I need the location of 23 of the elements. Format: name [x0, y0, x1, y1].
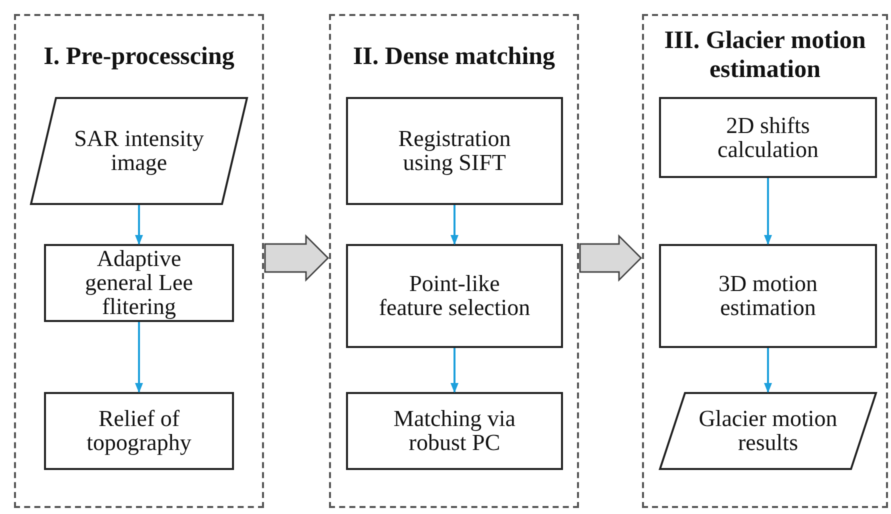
data-parallelogram: SAR intensity image	[30, 97, 248, 205]
process-box: 3D motion estimation	[659, 244, 877, 348]
data-parallelogram: Glacier motion results	[659, 392, 877, 470]
process-box: Registration using SIFT	[346, 97, 563, 205]
dashed-panel	[642, 14, 888, 508]
process-box: 2D shifts calculation	[659, 97, 877, 178]
process-box: Relief of topography	[44, 392, 234, 470]
panel-heading: III. Glacier motion estimation	[663, 26, 867, 84]
block-arrow	[579, 234, 642, 282]
arrow	[764, 348, 772, 393]
process-box: Adaptive general Lee flitering	[44, 244, 234, 322]
process-box: Matching via robust PC	[346, 392, 563, 470]
panel-heading: I. Pre-processcing	[42, 42, 236, 71]
arrow	[135, 322, 143, 393]
dashed-panel	[14, 14, 264, 508]
block-arrow	[264, 234, 330, 282]
panel-heading: II. Dense matching	[352, 42, 556, 71]
arrow	[135, 205, 143, 245]
arrow	[450, 348, 458, 393]
dashed-panel	[329, 14, 579, 508]
arrow	[450, 205, 458, 245]
process-box: Point-like feature selection	[346, 244, 563, 348]
arrow	[764, 178, 772, 245]
